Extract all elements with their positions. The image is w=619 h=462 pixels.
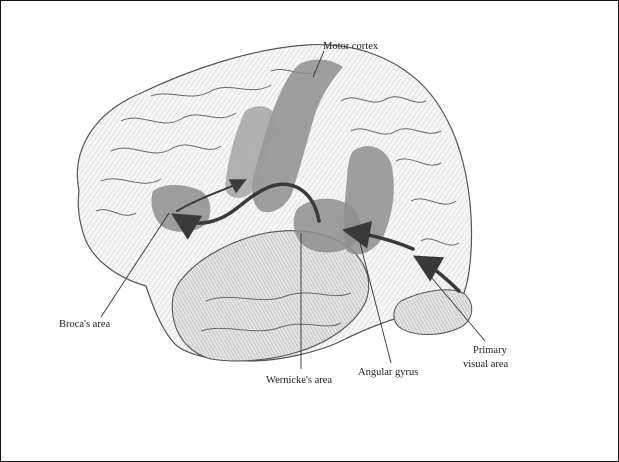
primary-visual-label-line1: Primary: [473, 345, 508, 356]
motor-cortex-label: Motor cortex: [323, 41, 379, 52]
primary-visual-label-line2: visual area: [463, 359, 509, 370]
wernickes-area-label: Wernicke's area: [266, 375, 332, 386]
brocas-area-label: Broca's area: [59, 319, 110, 330]
angular-gyrus-label: Angular gyrus: [358, 367, 418, 378]
